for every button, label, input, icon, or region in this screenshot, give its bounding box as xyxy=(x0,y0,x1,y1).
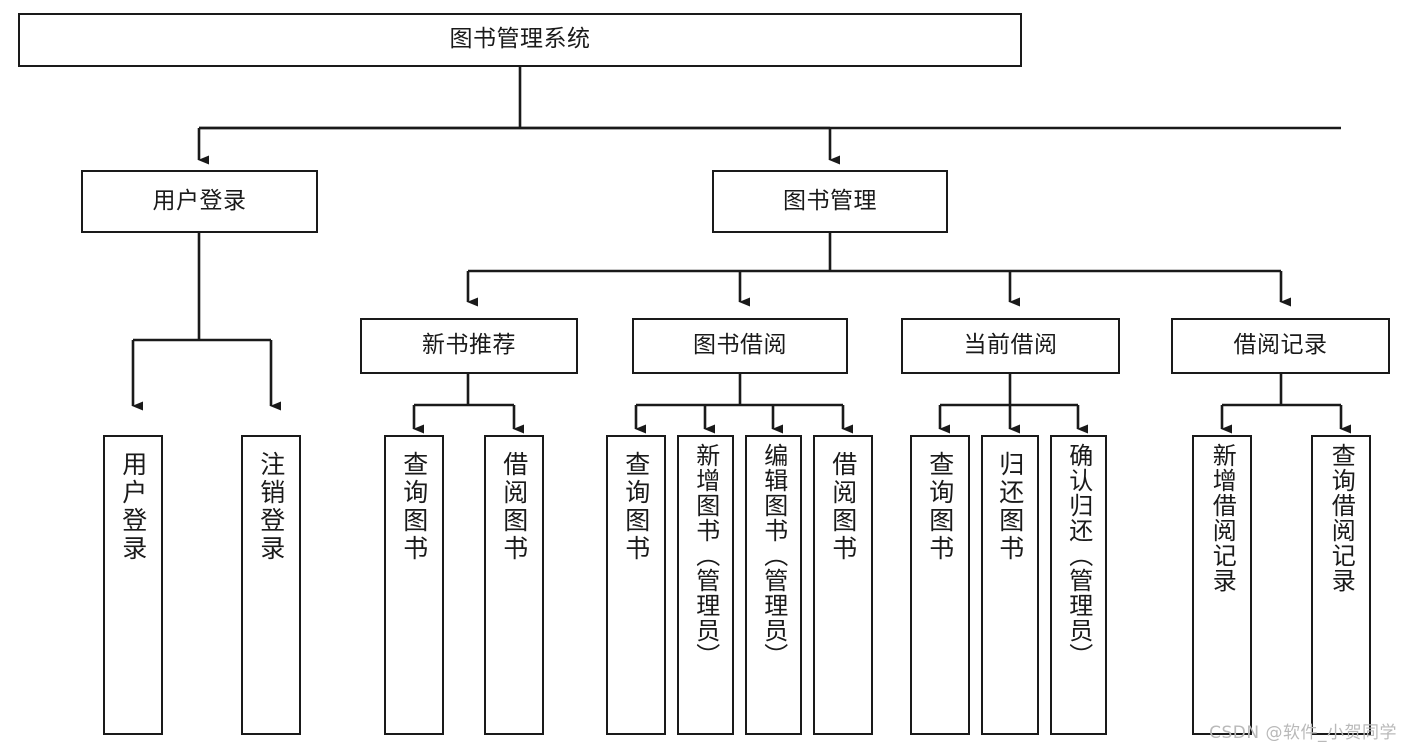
node-label: 新书推荐 xyxy=(422,332,516,359)
node-label: 图书管理系统 xyxy=(449,26,591,53)
node-new-book-recommend[interactable]: 新书推荐 xyxy=(360,318,578,374)
node-label: 查询图书 xyxy=(925,451,955,563)
node-label: 借阅记录 xyxy=(1233,332,1328,359)
node-label: 查询图书 xyxy=(399,451,429,563)
node-label: 编辑图书（管理员） xyxy=(759,443,788,668)
node-leaf-add-borrow-record[interactable]: 新增借阅记录 xyxy=(1192,435,1252,735)
node-leaf-query-book-current[interactable]: 查询图书 xyxy=(910,435,970,735)
node-label: 注销登录 xyxy=(256,451,286,563)
node-leaf-user-logout[interactable]: 注销登录 xyxy=(241,435,301,735)
node-current-borrow[interactable]: 当前借阅 xyxy=(901,318,1120,374)
node-leaf-add-book-admin[interactable]: 新增图书（管理员） xyxy=(677,435,734,735)
node-leaf-query-borrow-record[interactable]: 查询借阅记录 xyxy=(1311,435,1371,735)
node-leaf-edit-book-admin[interactable]: 编辑图书（管理员） xyxy=(745,435,802,735)
node-leaf-user-login[interactable]: 用户登录 xyxy=(103,435,163,735)
watermark-text: CSDN @软件_小贺同学 xyxy=(1209,723,1397,743)
node-book-borrow[interactable]: 图书借阅 xyxy=(632,318,848,374)
node-leaf-borrow-book-borrow[interactable]: 借阅图书 xyxy=(813,435,873,735)
node-label: 图书管理 xyxy=(783,187,877,214)
node-leaf-query-book-borrow[interactable]: 查询图书 xyxy=(606,435,666,735)
node-book-management[interactable]: 图书管理 xyxy=(712,170,948,233)
node-label: 新增图书（管理员） xyxy=(691,443,720,668)
node-label: 用户登录 xyxy=(152,187,247,214)
node-label: 归还图书 xyxy=(995,451,1025,563)
node-user-login[interactable]: 用户登录 xyxy=(81,170,318,233)
node-label: 用户登录 xyxy=(118,451,148,563)
node-label: 查询图书 xyxy=(621,451,651,563)
node-label: 确认归还（管理员） xyxy=(1064,443,1093,668)
node-label: 当前借阅 xyxy=(963,332,1058,359)
node-leaf-confirm-return-admin[interactable]: 确认归还（管理员） xyxy=(1050,435,1107,735)
node-label: 查询借阅记录 xyxy=(1327,443,1356,593)
node-label: 借阅图书 xyxy=(828,451,858,563)
node-label: 图书借阅 xyxy=(693,332,787,359)
node-leaf-return-book[interactable]: 归还图书 xyxy=(981,435,1039,735)
node-leaf-borrow-book-new-recommend[interactable]: 借阅图书 xyxy=(484,435,544,735)
node-root-book-management-system[interactable]: 图书管理系统 xyxy=(18,13,1022,67)
node-label: 借阅图书 xyxy=(499,451,529,563)
node-leaf-query-book-new-recommend[interactable]: 查询图书 xyxy=(384,435,444,735)
node-borrow-record[interactable]: 借阅记录 xyxy=(1171,318,1390,374)
node-label: 新增借阅记录 xyxy=(1208,443,1237,593)
